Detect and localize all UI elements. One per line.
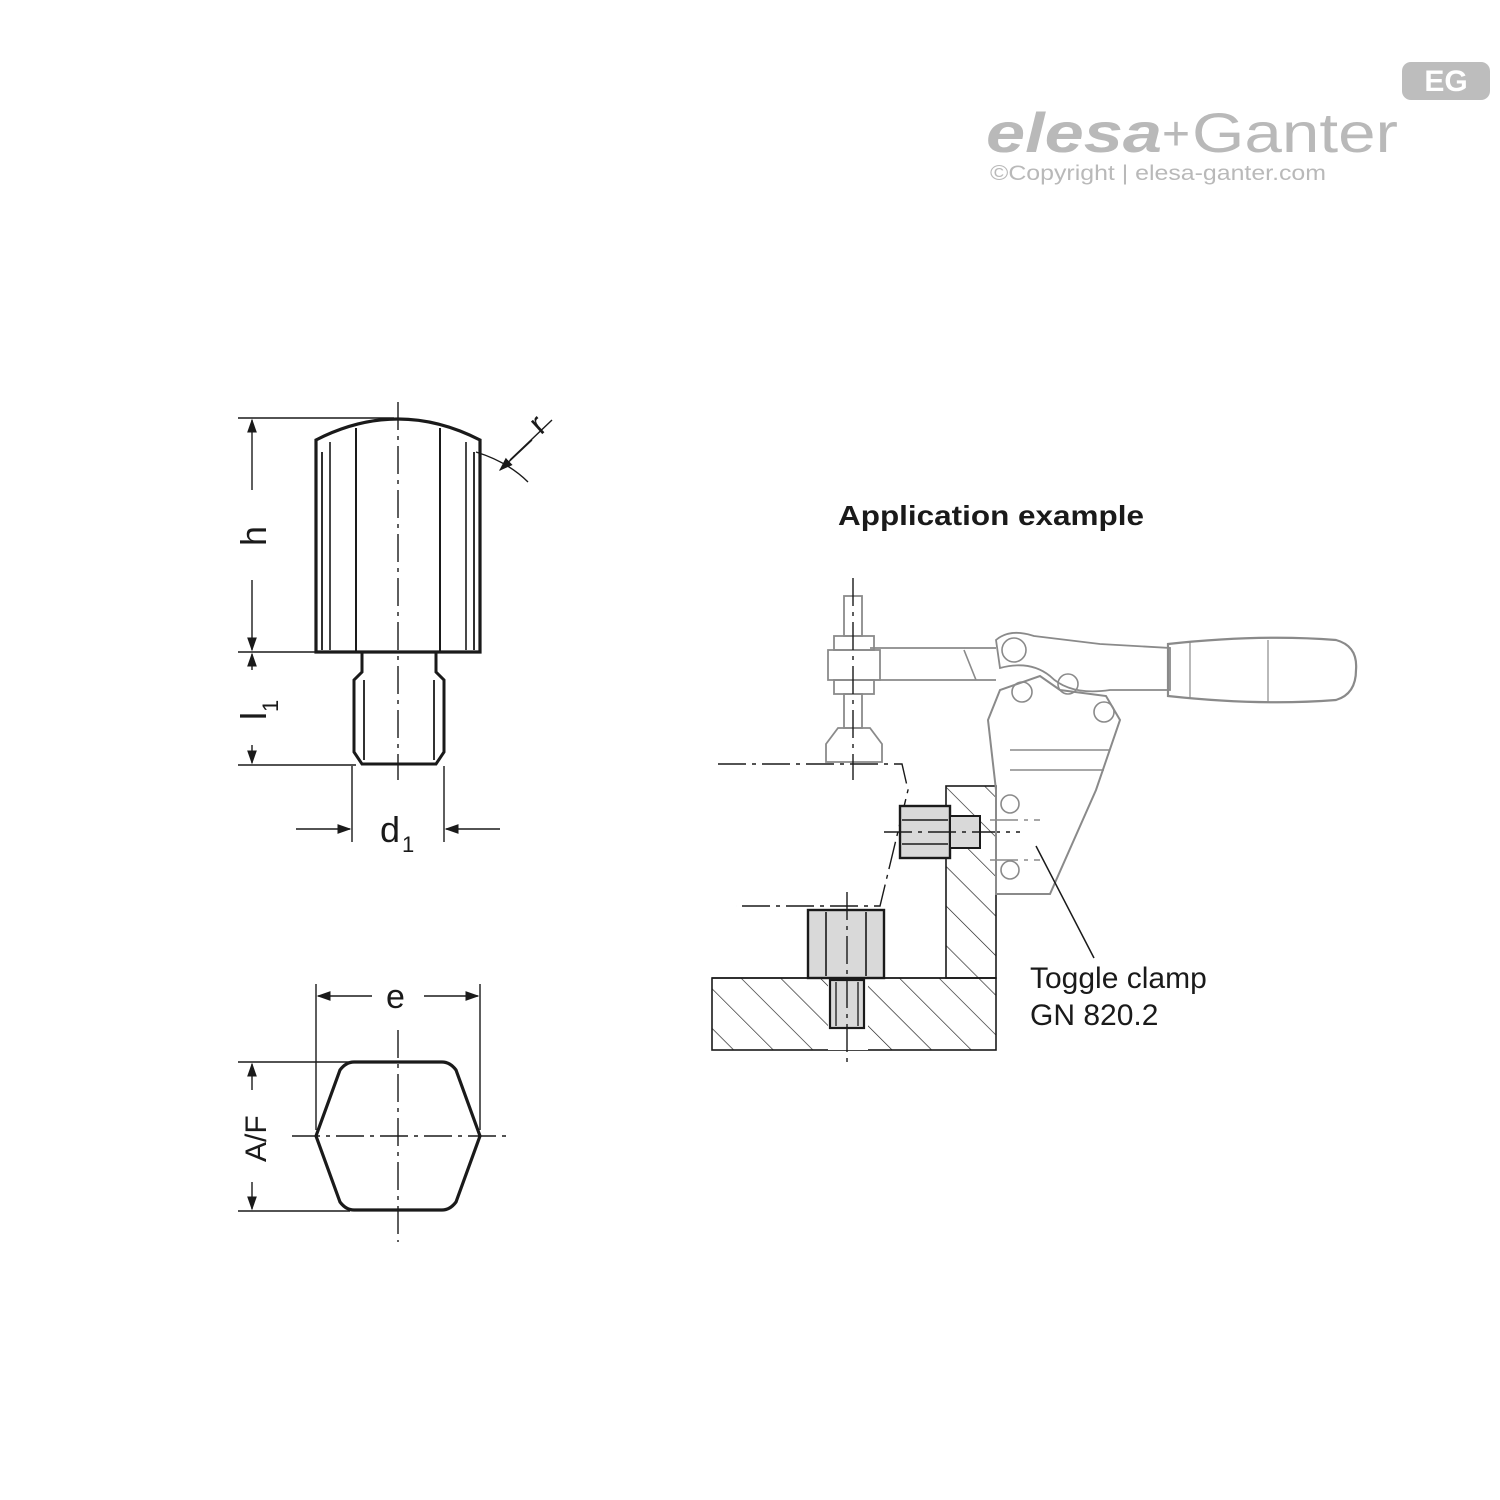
application-example: Application example — [711, 500, 1358, 1062]
elesa-ganter-logo[interactable]: EG elesa + Ganter ©Copyright | elesa-gan… — [986, 62, 1490, 185]
hex-outline — [314, 1060, 482, 1212]
brand-ganter: Ganter — [1192, 101, 1398, 164]
callout-line-2: GN 820.2 — [1030, 999, 1158, 1032]
brand-plus: + — [1162, 108, 1190, 161]
dim-l1-sub: 1 — [258, 700, 283, 712]
upright-block — [945, 785, 997, 979]
dim-af: A/F — [240, 1115, 273, 1162]
dim-d1: d — [380, 809, 400, 850]
stop-screw-vertical — [806, 892, 886, 1062]
application-title: Application example — [838, 500, 1144, 531]
toggle-clamp — [825, 578, 1358, 895]
dim-e: e — [386, 978, 405, 1016]
eg-badge — [1402, 62, 1490, 100]
stop-screw-horizontal — [884, 804, 1020, 860]
dim-l1: l — [233, 712, 274, 720]
dim-d1-sub: 1 — [402, 832, 414, 857]
eg-badge-text: EG — [1424, 65, 1467, 98]
thread-stud — [352, 652, 446, 766]
brand-elesa: elesa — [986, 101, 1162, 164]
copyright-text: ©Copyright | elesa-ganter.com — [990, 162, 1326, 185]
callout-line-1: Toggle clamp — [1030, 962, 1207, 995]
front-view: r h l 1 d 1 — [233, 402, 553, 857]
top-view: e A/F — [238, 978, 506, 1242]
dim-h: h — [233, 526, 274, 546]
clamp-handle — [1166, 636, 1358, 704]
hex-head-outline — [314, 417, 482, 654]
